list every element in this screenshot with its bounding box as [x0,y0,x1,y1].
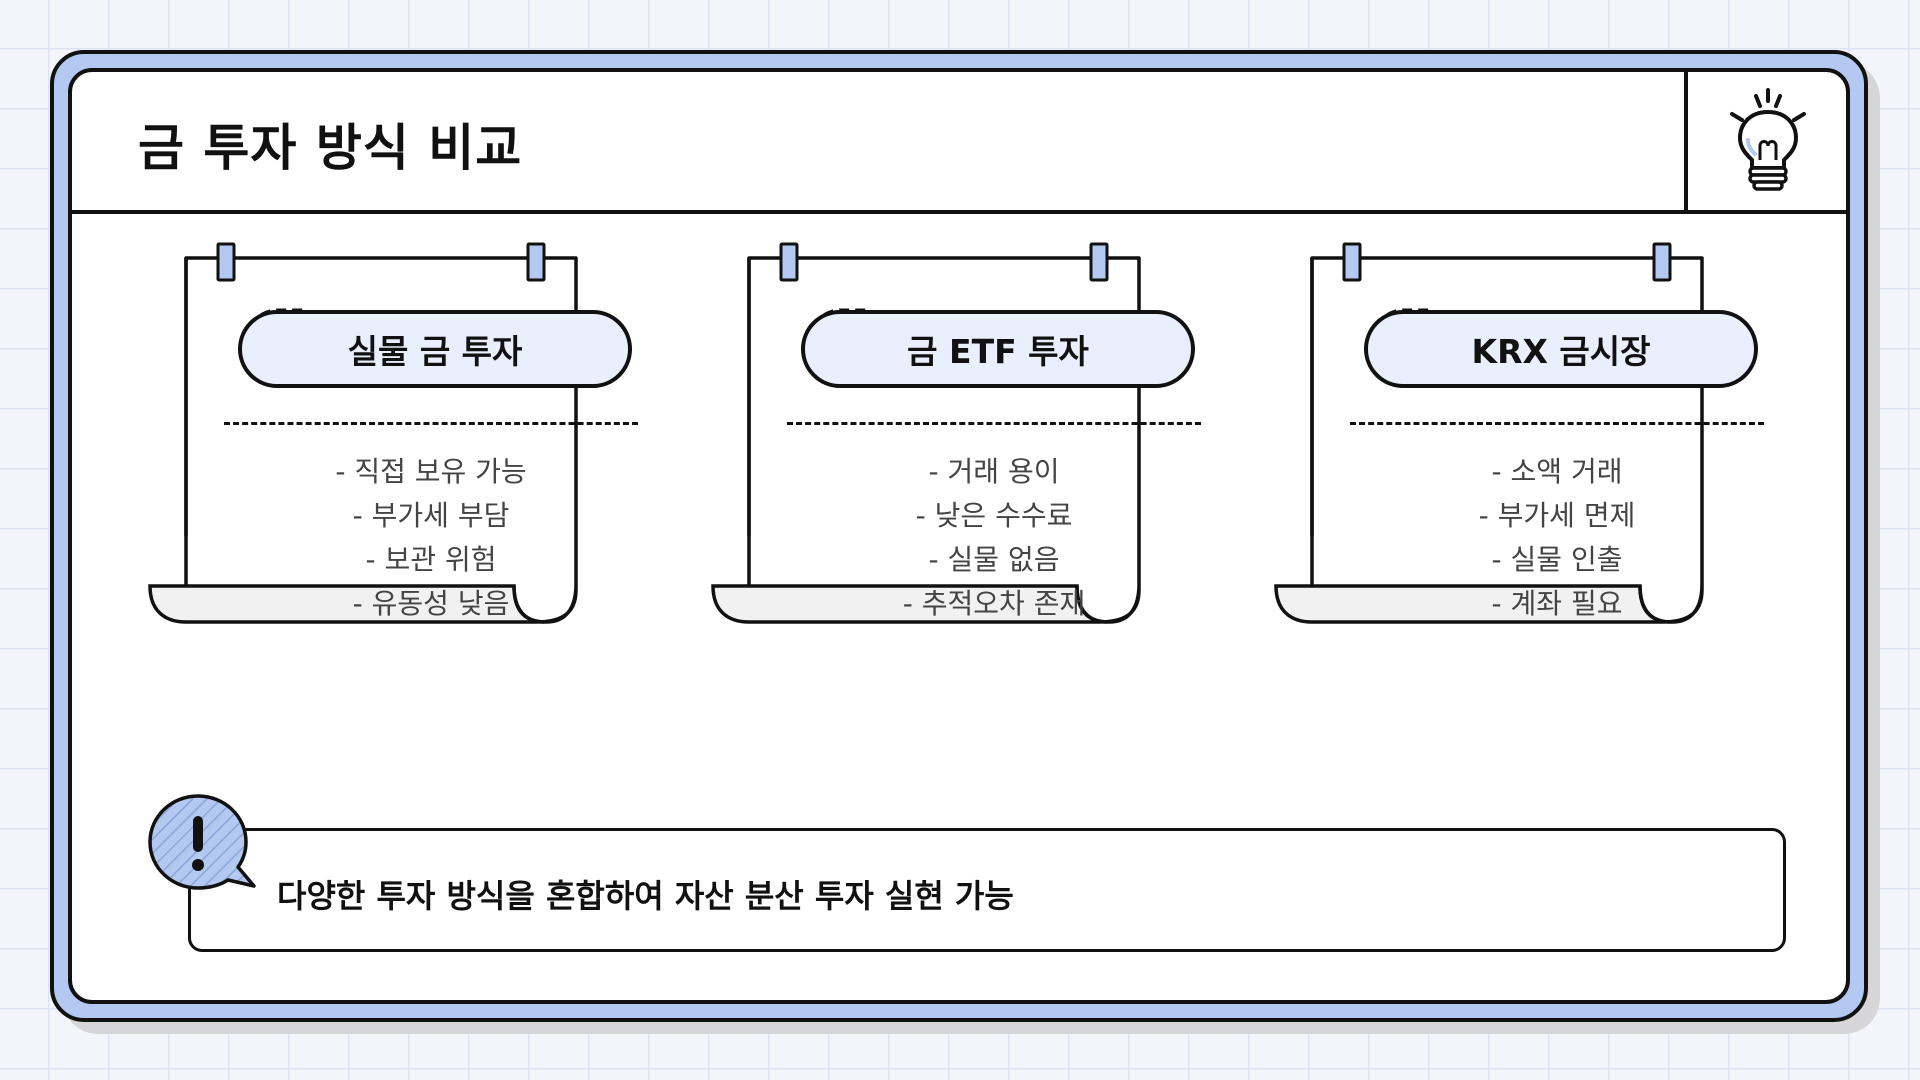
feature-list: - 직접 보유 가능 - 부가세 부담 - 보관 위험 - 유동성 낮음 [202,450,660,626]
card-title: 실물 금 투자 [238,310,632,388]
page-title: 금 투자 방식 비교 [138,119,523,177]
card-gold-etf: 금 ETF 투자 - 거래 용이 - 낮은 수수료 - 실물 없음 - 추적오차… [709,238,1239,714]
list-item: - 직접 보유 가능 [335,455,527,488]
card-title: KRX 금시장 [1364,310,1758,388]
dashed-divider [787,422,1201,425]
list-item: - 보관 위험 [365,543,497,576]
summary-note: 다양한 투자 방식을 혼합하여 자산 분산 투자 실현 가능 [188,828,1786,952]
list-item: - 부가세 면제 [1478,499,1636,532]
slide-content: 금 투자 방식 비교 [68,68,1850,1004]
list-item: - 부가세 부담 [352,499,510,532]
slide-frame: 금 투자 방식 비교 [50,50,1868,1022]
feature-list: - 거래 용이 - 낮은 수수료 - 실물 없음 - 추적오차 존재 [765,450,1223,626]
exclamation-icon [148,794,256,890]
card-title: 금 ETF 투자 [801,310,1195,388]
list-item: - 거래 용이 [928,455,1060,488]
list-item: - 소액 거래 [1491,455,1623,488]
feature-list: - 소액 거래 - 부가세 면제 - 실물 인출 - 계좌 필요 [1328,450,1786,626]
header: 금 투자 방식 비교 [72,72,1846,214]
list-item: - 낮은 수수료 [915,499,1073,532]
summary-text: 다양한 투자 방식을 혼합하여 자산 분산 투자 실현 가능 [277,877,1014,915]
dashed-divider [224,422,638,425]
card-krx-gold: KRX 금시장 - 소액 거래 - 부가세 면제 - 실물 인출 - 계좌 필요 [1272,238,1802,714]
list-item: - 계좌 필요 [1491,587,1623,620]
dashed-divider [1350,422,1764,425]
header-icon-box [1684,72,1846,210]
list-item: - 실물 인출 [1491,543,1623,576]
lightbulb-icon [1730,88,1806,191]
card-physical-gold: 실물 금 투자 - 직접 보유 가능 - 부가세 부담 - 보관 위험 - 유동… [146,238,676,714]
list-item: - 추적오차 존재 [902,587,1086,620]
list-item: - 실물 없음 [928,543,1060,576]
list-item: - 유동성 낮음 [352,587,510,620]
